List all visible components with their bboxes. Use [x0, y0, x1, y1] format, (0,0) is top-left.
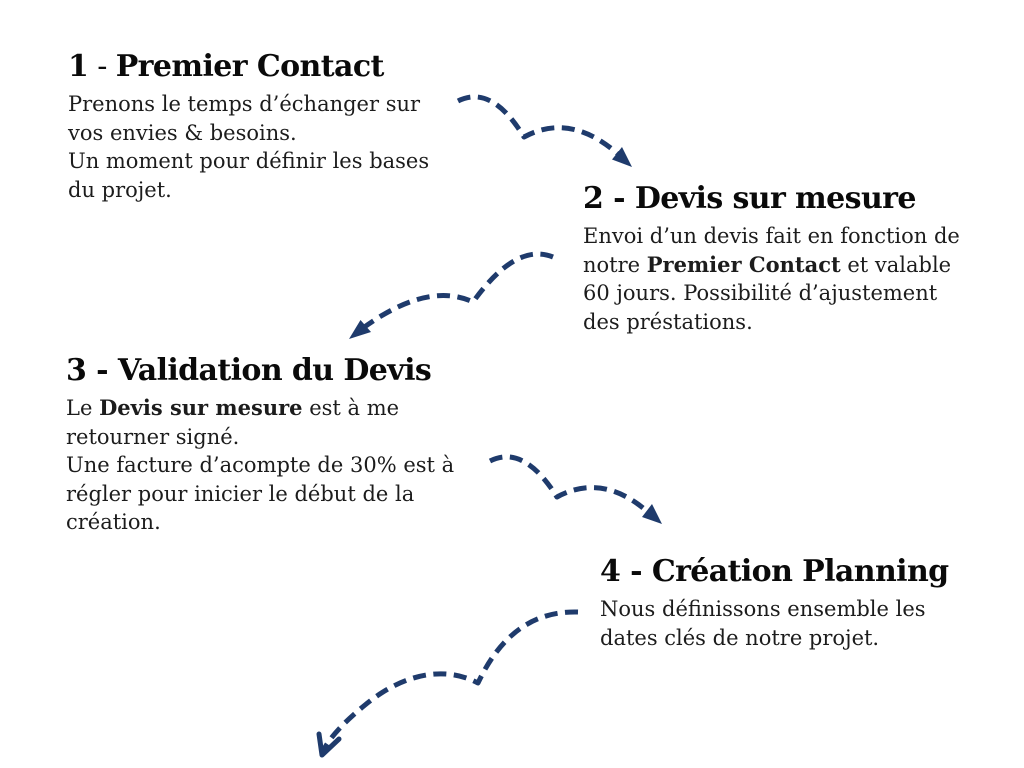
step-4-block: 4 - Création Planning Nous définissons e… [600, 552, 1024, 652]
step-2-block: 2 - Devis sur mesure Envoi d’un devis fa… [583, 179, 1023, 336]
step-3-block: 3 - Validation du Devis Le Devis sur mes… [66, 351, 566, 537]
step-1-title: 1 - Premier Contact [68, 49, 384, 84]
arrow-step2-to-step3-icon [349, 251, 554, 339]
arrow-step4-down-icon [316, 609, 579, 758]
step-3-description: Le Devis sur mesure est à me retourner s… [66, 395, 455, 534]
step-4-title: 4 - Création Planning [600, 554, 949, 589]
step-4-description: Nous définissons ensemble les dates clés… [600, 597, 926, 650]
step-3-title: 3 - Validation du Devis [66, 353, 432, 388]
step-2-title: 2 - Devis sur mesure [583, 181, 916, 216]
step-2-description: Envoi d’un devis fait en fonction de not… [583, 224, 960, 334]
step-1-block: 1 - Premier Contact Prenons le temps d’é… [68, 47, 568, 204]
step-1-description: Prenons le temps d’échanger sur vos envi… [68, 92, 430, 202]
